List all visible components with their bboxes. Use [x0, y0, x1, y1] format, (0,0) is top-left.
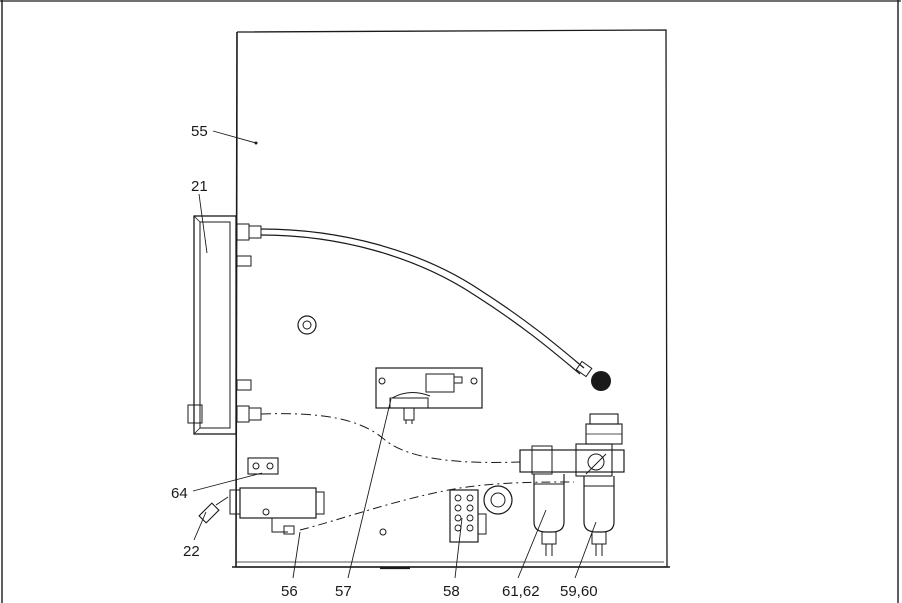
leader-56: [292, 531, 301, 579]
ball-knob: [591, 371, 611, 391]
valve-assembly: [229, 457, 325, 535]
callout-22: 22: [183, 543, 200, 560]
leader-61-62: [517, 509, 547, 579]
leader-57: [347, 398, 392, 579]
callout-58: 58: [443, 583, 460, 600]
bracket-57: [375, 367, 483, 424]
leader-58: [454, 517, 463, 579]
callout-57: 57: [335, 583, 352, 600]
terminal-block-58: [449, 489, 487, 543]
back-panel: [232, 29, 670, 570]
side-module-21: [187, 215, 262, 435]
hose-dashdot: [260, 413, 521, 463]
leader-22: [193, 511, 207, 541]
leader-lines: [192, 130, 597, 579]
leader-59-60: [574, 521, 597, 579]
lower-grommet: [483, 485, 513, 515]
callout-61-62: 61,62: [502, 583, 540, 600]
callout-56: 56: [281, 583, 298, 600]
hose-lower: [299, 481, 575, 531]
leader-64: [192, 472, 263, 492]
small-hole: [379, 528, 387, 536]
panel-grommet: [297, 315, 317, 335]
callout-64: 64: [171, 485, 188, 502]
callout-21: 21: [191, 178, 208, 195]
callout-55: 55: [191, 123, 208, 140]
upper-hose: [260, 228, 611, 391]
filter-regulator: [519, 413, 625, 556]
leader-21: [198, 193, 208, 254]
callout-labels: 55 21 64 22 56 57 58 61,62 59,60: [171, 123, 598, 600]
callout-59-60: 59,60: [560, 583, 598, 600]
leader-55: [212, 130, 257, 144]
